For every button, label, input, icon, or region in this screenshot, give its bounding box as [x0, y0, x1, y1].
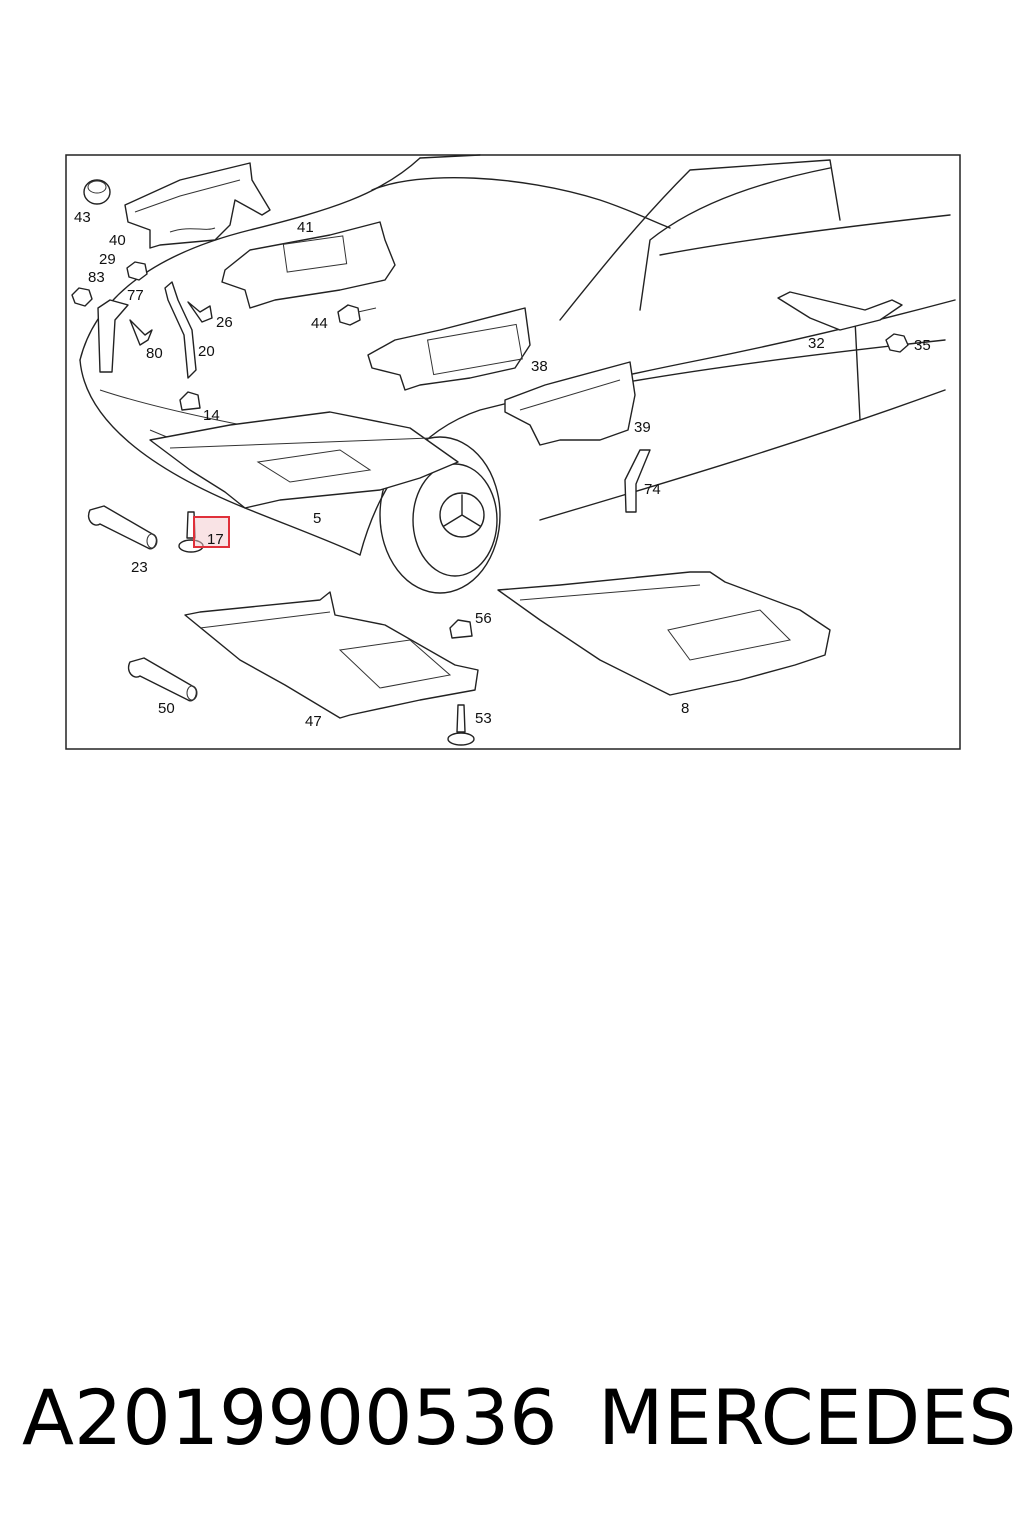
- callout-20: 20: [198, 343, 215, 360]
- product-caption: A2019900536 MERCEDES: [0, 1368, 1024, 1468]
- part-53-screw: [447, 704, 475, 746]
- part-29-nut: [126, 261, 148, 281]
- callout-32: 32: [808, 335, 825, 352]
- callout-17: 17: [207, 531, 224, 548]
- callout-labels: 43 40 29 83 77 80 26 20 41 44 14 38 39 3…: [74, 209, 931, 730]
- part-43-cap: [83, 179, 111, 205]
- callout-77: 77: [127, 287, 144, 304]
- part-74-strap: [624, 449, 651, 513]
- part-83-nut: [71, 287, 93, 307]
- part-8-panel: [497, 571, 831, 696]
- callout-14: 14: [203, 407, 220, 424]
- part-5-underbody-panel: [149, 411, 459, 509]
- part-26-bolt: [187, 301, 213, 323]
- part-41-panel: [221, 221, 396, 309]
- part-20-bracket: [164, 281, 197, 379]
- part-44-bolt: [337, 304, 377, 326]
- callout-80: 80: [146, 345, 163, 362]
- part-77-strap: [97, 299, 129, 373]
- callout-39: 39: [634, 419, 651, 436]
- callout-29: 29: [99, 251, 116, 268]
- part-50-tube: [127, 657, 198, 702]
- parts-diagram: 43 40 29 83 77 80 26 20 41 44 14 38 39 3…: [65, 154, 961, 750]
- callout-74: 74: [644, 481, 661, 498]
- part-47-panel: [184, 591, 479, 719]
- callout-43: 43: [74, 209, 91, 226]
- part-40-panel: [124, 162, 271, 249]
- callout-26: 26: [216, 314, 233, 331]
- callout-41: 41: [297, 219, 314, 236]
- callout-8: 8: [681, 700, 689, 717]
- callout-5: 5: [313, 510, 321, 527]
- brand-name: MERCEDES: [598, 1373, 1017, 1462]
- callout-53: 53: [475, 710, 492, 727]
- part-14-clip: [179, 391, 201, 411]
- part-56-clip: [449, 619, 473, 639]
- part-39-panel: [504, 361, 636, 446]
- part-32-bracket: [777, 291, 903, 331]
- callout-23: 23: [131, 559, 148, 576]
- callout-38: 38: [531, 358, 548, 375]
- diagram-frame: [65, 154, 961, 750]
- part-38-panel: [367, 307, 531, 391]
- part-80-bolt: [129, 319, 153, 346]
- callout-44: 44: [311, 315, 328, 332]
- part-number: A2019900536: [22, 1373, 558, 1462]
- callout-83: 83: [88, 269, 105, 286]
- callout-35: 35: [914, 337, 931, 354]
- callout-50: 50: [158, 700, 175, 717]
- part-35-nut: [885, 333, 909, 353]
- callout-17-highlight: [193, 516, 230, 548]
- part-23-tube: [87, 505, 158, 550]
- callout-40: 40: [109, 232, 126, 249]
- callout-47: 47: [305, 713, 322, 730]
- callout-56: 56: [475, 610, 492, 627]
